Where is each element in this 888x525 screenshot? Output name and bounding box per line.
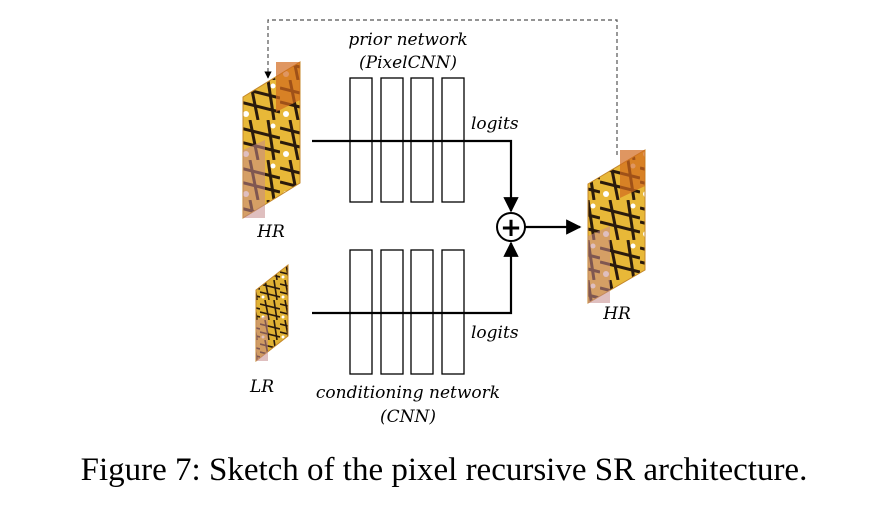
conditioning-network-sublabel: (CNN) — [380, 407, 436, 427]
hr-input-image — [242, 61, 301, 219]
logits-bottom-label: logits — [471, 323, 519, 343]
hr-output-label: HR — [602, 304, 631, 324]
sum-symbol: + — [500, 213, 522, 243]
feedback-loop-line — [264, 19, 618, 155]
prior-network-label: prior network — [348, 30, 467, 50]
conditioning-network-label: conditioning network — [316, 383, 500, 403]
conditioning-flow-line — [312, 241, 519, 315]
hr-input-label: HR — [256, 222, 285, 242]
lr-input-image — [255, 263, 289, 363]
logits-top-label: logits — [471, 114, 519, 134]
prior-flow-line — [312, 139, 519, 213]
figure-caption: Figure 7: Sketch of the pixel recursive … — [80, 452, 808, 488]
hr-output-image — [587, 149, 646, 304]
lr-input-label: LR — [249, 377, 274, 397]
prior-network-sublabel: (PixelCNN) — [359, 53, 457, 73]
sum-node: + — [496, 212, 526, 243]
